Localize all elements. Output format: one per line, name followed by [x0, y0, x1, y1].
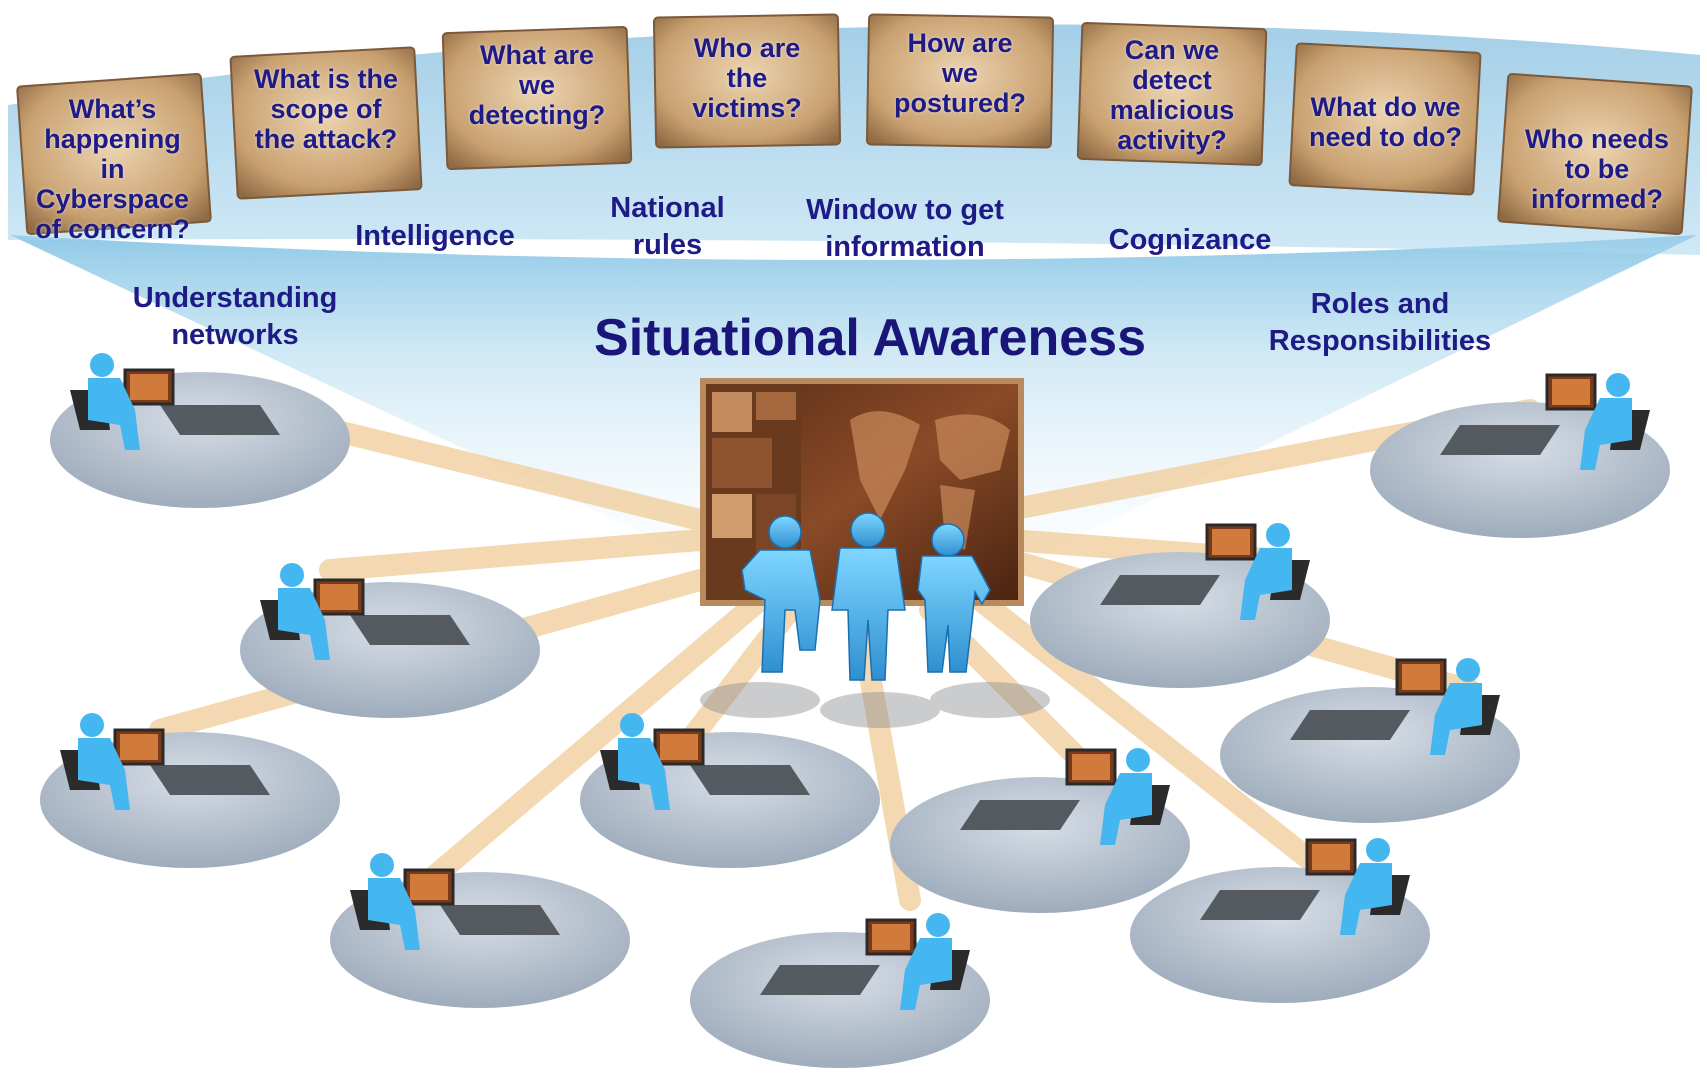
question-panel — [652, 13, 842, 149]
question-text: Can we detect malicious activity? — [1109, 35, 1235, 155]
operator-workstation-icon — [760, 913, 970, 1010]
question-text: What do we need to do? — [1309, 92, 1462, 152]
question-panel — [1497, 73, 1693, 235]
operator-workstation-icon — [1290, 658, 1500, 755]
concept-label: Cognizance — [1108, 224, 1272, 256]
operator-workstation-icon — [70, 353, 280, 450]
question-text: Who are the victims? — [692, 33, 802, 123]
operator-workstation-icon — [960, 748, 1170, 845]
question-panel — [16, 73, 212, 235]
question-arc-band — [8, 24, 1700, 255]
concept-label: Intelligence — [355, 220, 515, 252]
question-panels — [16, 13, 1693, 235]
operator-station — [690, 913, 990, 1068]
question-text: Who needs to be informed? — [1524, 124, 1669, 214]
question-text: What’s happening in Cyberspace of concer… — [35, 94, 190, 244]
question-panel — [865, 13, 1055, 149]
concept-label: Window to get information — [806, 194, 1004, 263]
question-text: What are we detecting? — [468, 40, 606, 130]
operator-station — [890, 748, 1190, 913]
analyst-shadows — [700, 682, 1050, 728]
concept-label: National rules — [610, 192, 725, 261]
analyst-figure-icon — [917, 523, 991, 673]
question-panel — [441, 25, 633, 171]
question-text: How are we postured? — [894, 28, 1026, 118]
operator-workstation-icon — [600, 713, 810, 810]
operator-workstation-icon — [260, 563, 470, 660]
analyst-figure-icon — [741, 515, 821, 673]
operator-station — [580, 713, 880, 868]
question-panel — [229, 46, 423, 200]
operator-station — [330, 853, 630, 1008]
operator-station — [1030, 523, 1330, 688]
question-panel — [1076, 21, 1268, 167]
central-analysts — [741, 512, 991, 681]
operator-stations — [40, 353, 1670, 1068]
analyst-figure-icon — [831, 512, 906, 681]
operator-workstation-icon — [1200, 838, 1410, 935]
question-panel — [1288, 42, 1482, 196]
concept-label: Understanding networks — [132, 282, 338, 351]
concept-label: Roles and Responsibilities — [1268, 288, 1492, 357]
operator-station — [240, 563, 540, 718]
operator-workstation-icon — [1100, 523, 1310, 620]
operator-station — [1220, 658, 1520, 823]
question-text: What is the scope of the attack? — [253, 64, 398, 154]
operator-workstation-icon — [60, 713, 270, 810]
operator-station — [1130, 838, 1430, 1003]
operator-station — [40, 713, 340, 868]
operator-workstation-icon — [350, 853, 560, 950]
operator-station — [1370, 373, 1670, 538]
operator-workstation-icon — [1440, 373, 1650, 470]
operator-station — [50, 353, 350, 508]
diagram-title: Situational Awareness — [594, 309, 1146, 367]
